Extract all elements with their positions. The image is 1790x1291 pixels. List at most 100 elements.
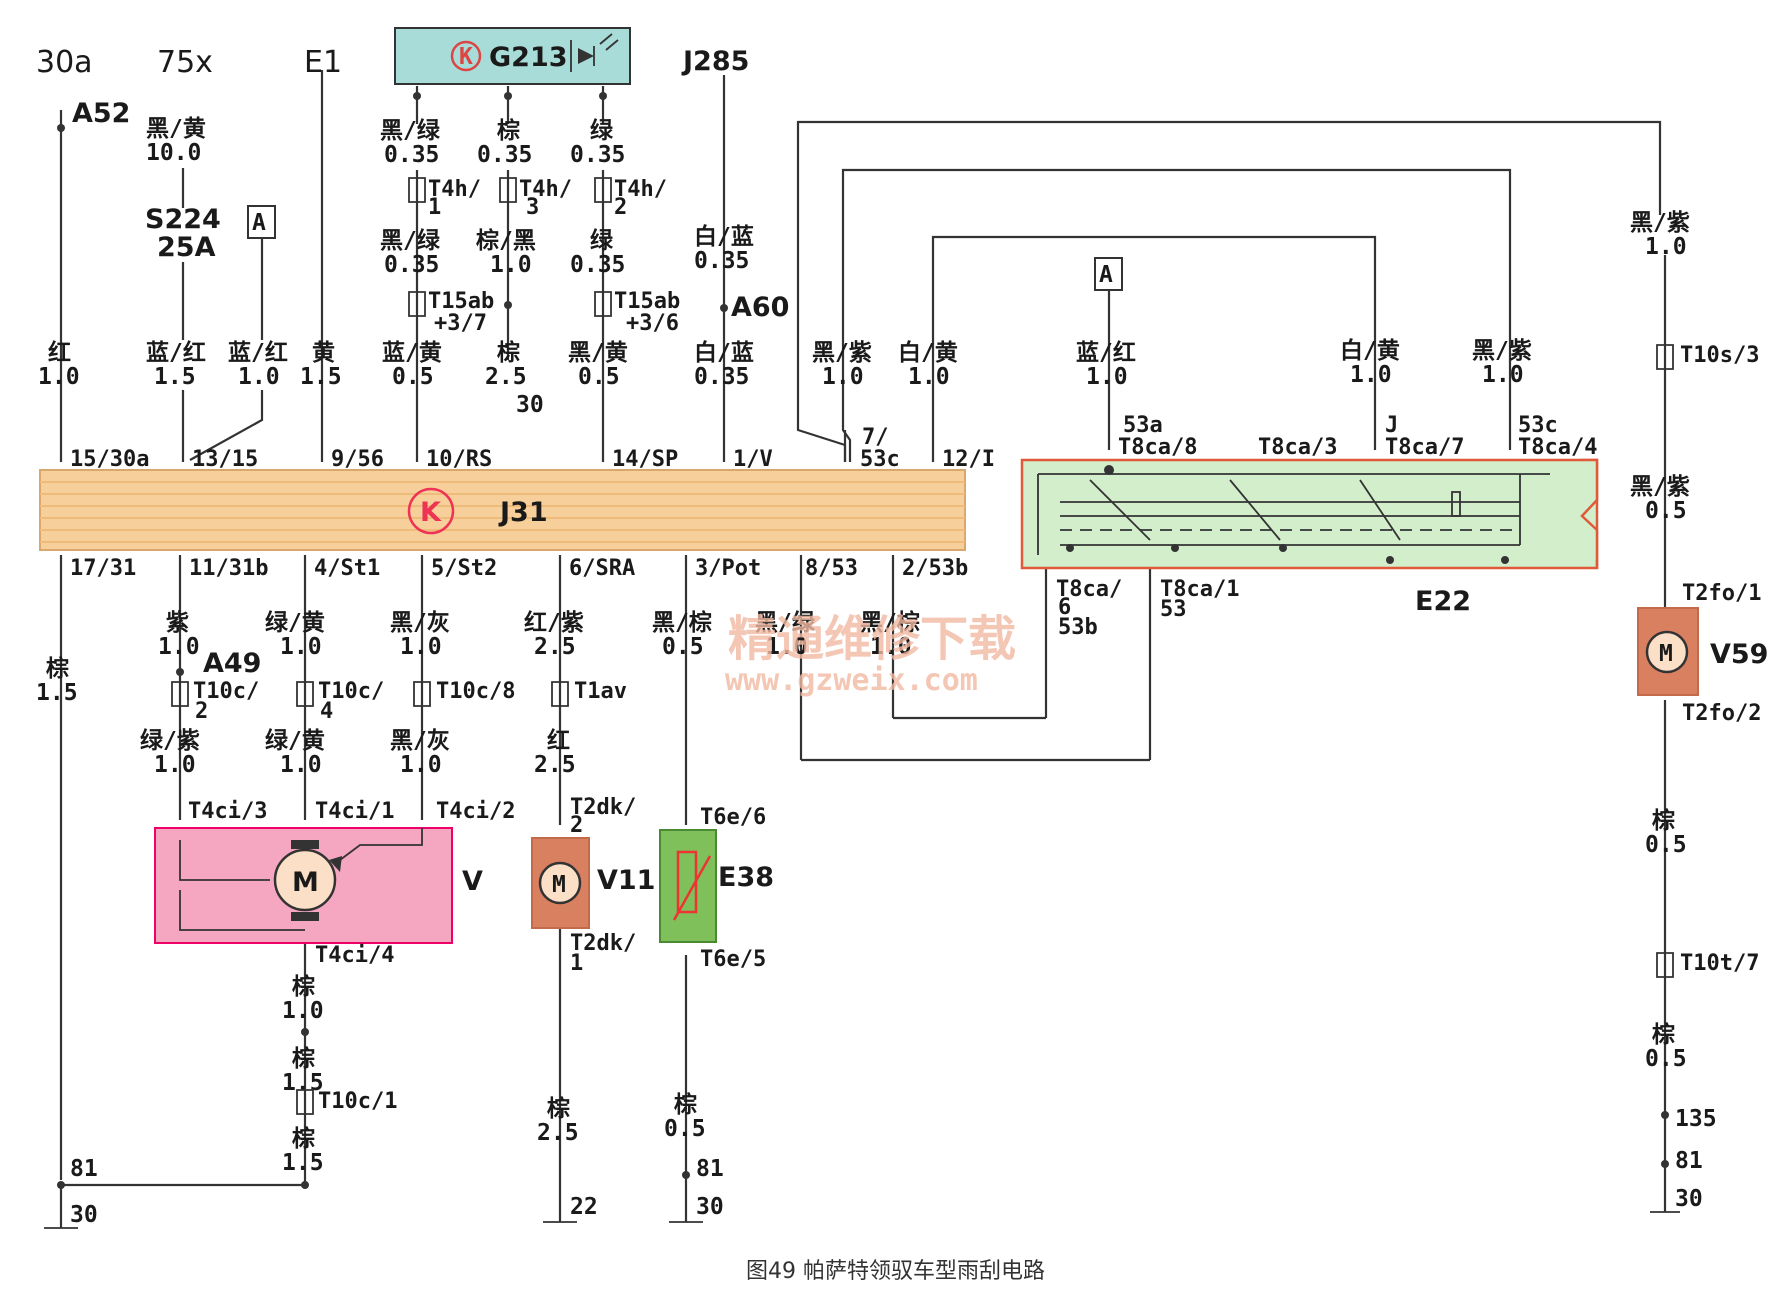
label-wires-h1-1: 黑/紫 (812, 340, 872, 366)
label-wires-d5-2: 0.5 (664, 1116, 706, 1142)
label-wires-c1-1: 绿/紫 (140, 727, 200, 754)
label-connectors-t10c4n: 4 (320, 699, 333, 724)
label-wires-d3-2: 1.5 (282, 1150, 324, 1176)
label-connectors-t15bn: +3/6 (626, 311, 679, 336)
motor-icon (273, 848, 337, 912)
label-connectors-t10t: T10t/7 (1680, 951, 1759, 976)
label-wires-r1-1: 黑/紫 (1630, 210, 1690, 236)
label-connectors-t6e5: T6e/5 (700, 947, 766, 972)
label-wires-c4-2: 2.5 (534, 752, 576, 778)
label-e22-top-pins-2: T8ca/3 (1258, 435, 1337, 460)
label-wires-a52-2: 1.0 (38, 364, 80, 390)
label-connectors-t15an: +3/7 (434, 311, 487, 336)
term-30a: 30a (36, 45, 93, 80)
term-a52: A52 (72, 98, 130, 129)
label-wires-e1-1: 黄 (312, 340, 335, 366)
label-j31-top-pins-8: 12/I (942, 447, 995, 472)
label-wires-h2-1: 白/黄 (898, 339, 958, 366)
label-connectors-t4ci1: T4ci/1 (315, 799, 394, 824)
label-wires-b7-2: 1.0 (766, 634, 808, 660)
label-wires-h4-1: 白/黄 (1340, 337, 1400, 364)
label-j31-top-pins-3: 10/RS (426, 447, 492, 472)
label-wires-g8-3: 30 (516, 392, 544, 418)
label-wires-b5-1: 红/紫 (524, 609, 584, 636)
label-wires-h4-2: 1.0 (1350, 362, 1392, 388)
label-wires-g2-1: 棕 (497, 117, 520, 144)
junction-dots (57, 92, 1669, 1189)
label-wires-h2-2: 1.0 (908, 364, 950, 390)
label-wires-g4-2: 0.35 (384, 252, 439, 278)
label-grounds-g81a: 81 (70, 1156, 98, 1182)
label-connectors-t4h1: T4h/ (428, 177, 481, 202)
motor-icon (538, 861, 582, 905)
label-wires-g6-2: 0.35 (570, 252, 625, 278)
k-symbol-icon (407, 487, 455, 535)
label-wires-j2-2: 0.35 (694, 364, 749, 390)
label-wires-r3-1: 棕 (1652, 807, 1675, 834)
label-wires-h5-2: 1.0 (1482, 362, 1524, 388)
label-wires-g3-1: 绿 (590, 117, 614, 144)
label-grounds-g135: 135 (1675, 1106, 1717, 1132)
label-connectors-t10s: T10s/3 (1680, 343, 1759, 368)
label-wires-j1-1: 白/蓝 (694, 223, 754, 250)
label-wires-c3-2: 1.0 (400, 752, 442, 778)
g213-k: K (459, 44, 473, 70)
label-wires-h3-1: 蓝/红 (1076, 339, 1136, 366)
v59-m: M (1659, 641, 1673, 667)
label-grounds-g22: 22 (570, 1194, 598, 1220)
label-wires-b8-2: 1.0 (870, 634, 912, 660)
label-wires-b3-2: 1.0 (280, 634, 322, 660)
label-j31-bottom-pins-1: 11/31b (189, 556, 268, 581)
label-connectors-t2dk2n: 2 (570, 813, 583, 838)
term-a60: A60 (731, 292, 789, 323)
label-connectors-t2dk1: T2dk/ (570, 931, 636, 956)
label-j31-top-pins-7: 53c (860, 447, 900, 472)
label-wires-c3-1: 黑/灰 (390, 727, 450, 754)
label-j31-bottom-pins-5: 3/Pot (695, 556, 761, 581)
label-wires-g5-1: 棕/黑 (476, 227, 536, 254)
label-grounds-g30c: 30 (1675, 1186, 1703, 1212)
label-wires-b4-2: 1.0 (400, 634, 442, 660)
label-e22-top-pins-0: 53a (1123, 413, 1163, 438)
v-wiper-motor: M V (154, 827, 483, 944)
term-e1: E1 (304, 45, 342, 80)
label-wires-r4-2: 0.5 (1645, 1046, 1687, 1072)
label-wires-b2-2: 1.0 (158, 634, 200, 660)
label-grounds-g30a: 30 (70, 1202, 98, 1228)
label-wires-g4-1: 黑/绿 (380, 227, 441, 254)
label-wires-b5-2: 2.5 (534, 634, 576, 660)
label-connectors-t4ci2: T4ci/2 (436, 799, 515, 824)
label-e22-bottom-pins-0: T8ca/ (1056, 577, 1122, 602)
figure-caption: 图49 帕萨特领驭车型雨刮电路 (746, 1259, 1045, 1284)
label-wires-g9-1: 黑/黄 (568, 340, 628, 366)
label-wires-b6-2: 0.5 (662, 634, 704, 660)
label-wires-d4-2: 2.5 (537, 1120, 579, 1146)
label-wires-b8-1: 黑/棕 (860, 609, 920, 636)
k-symbol-icon (450, 40, 482, 72)
photodiode-icon (570, 33, 619, 72)
label-j31-bottom-pins-7: 2/53b (902, 556, 968, 581)
label-wires-f1-2: 1.5 (154, 364, 196, 390)
label-wires-b4-1: 黑/灰 (390, 609, 450, 636)
label-connectors-t4h2: T4h/ (614, 177, 667, 202)
label-wires-r1-2: 1.0 (1645, 234, 1687, 260)
v59-rear-wiper-motor: M V59 (1637, 607, 1768, 696)
label-e22-bottom-pins-4: 53 (1160, 597, 1187, 622)
e22-wiper-switch: E22 (1020, 458, 1599, 617)
label-wires-h5-1: 黑/紫 (1472, 338, 1532, 364)
label-j31-bottom-pins-3: 5/St2 (431, 556, 497, 581)
label-e22-top-pins-3: J (1385, 413, 1398, 438)
label-wires-c1-2: 1.0 (154, 752, 196, 778)
label-wires-g2-2: 0.35 (477, 142, 532, 168)
text-labels: 30a 75x E1 J285 A52 A60 A49 S224 25A 红1.… (36, 45, 1761, 1228)
label-wires-r2-2: 0.5 (1645, 498, 1687, 524)
label-connectors-t10c4: T10c/ (318, 679, 384, 704)
label-wires-d1-2: 1.0 (282, 998, 324, 1024)
label-j31-top-pins-5: 1/V (733, 447, 773, 472)
label-connectors-t15b: T15ab (614, 289, 680, 314)
v-motor-m: M (292, 867, 319, 898)
label-connectors-t4h1n: 1 (428, 195, 441, 220)
label-e22-top-pins-4: T8ca/7 (1385, 435, 1464, 460)
label-j31-top-pins-2: 9/56 (331, 447, 384, 472)
